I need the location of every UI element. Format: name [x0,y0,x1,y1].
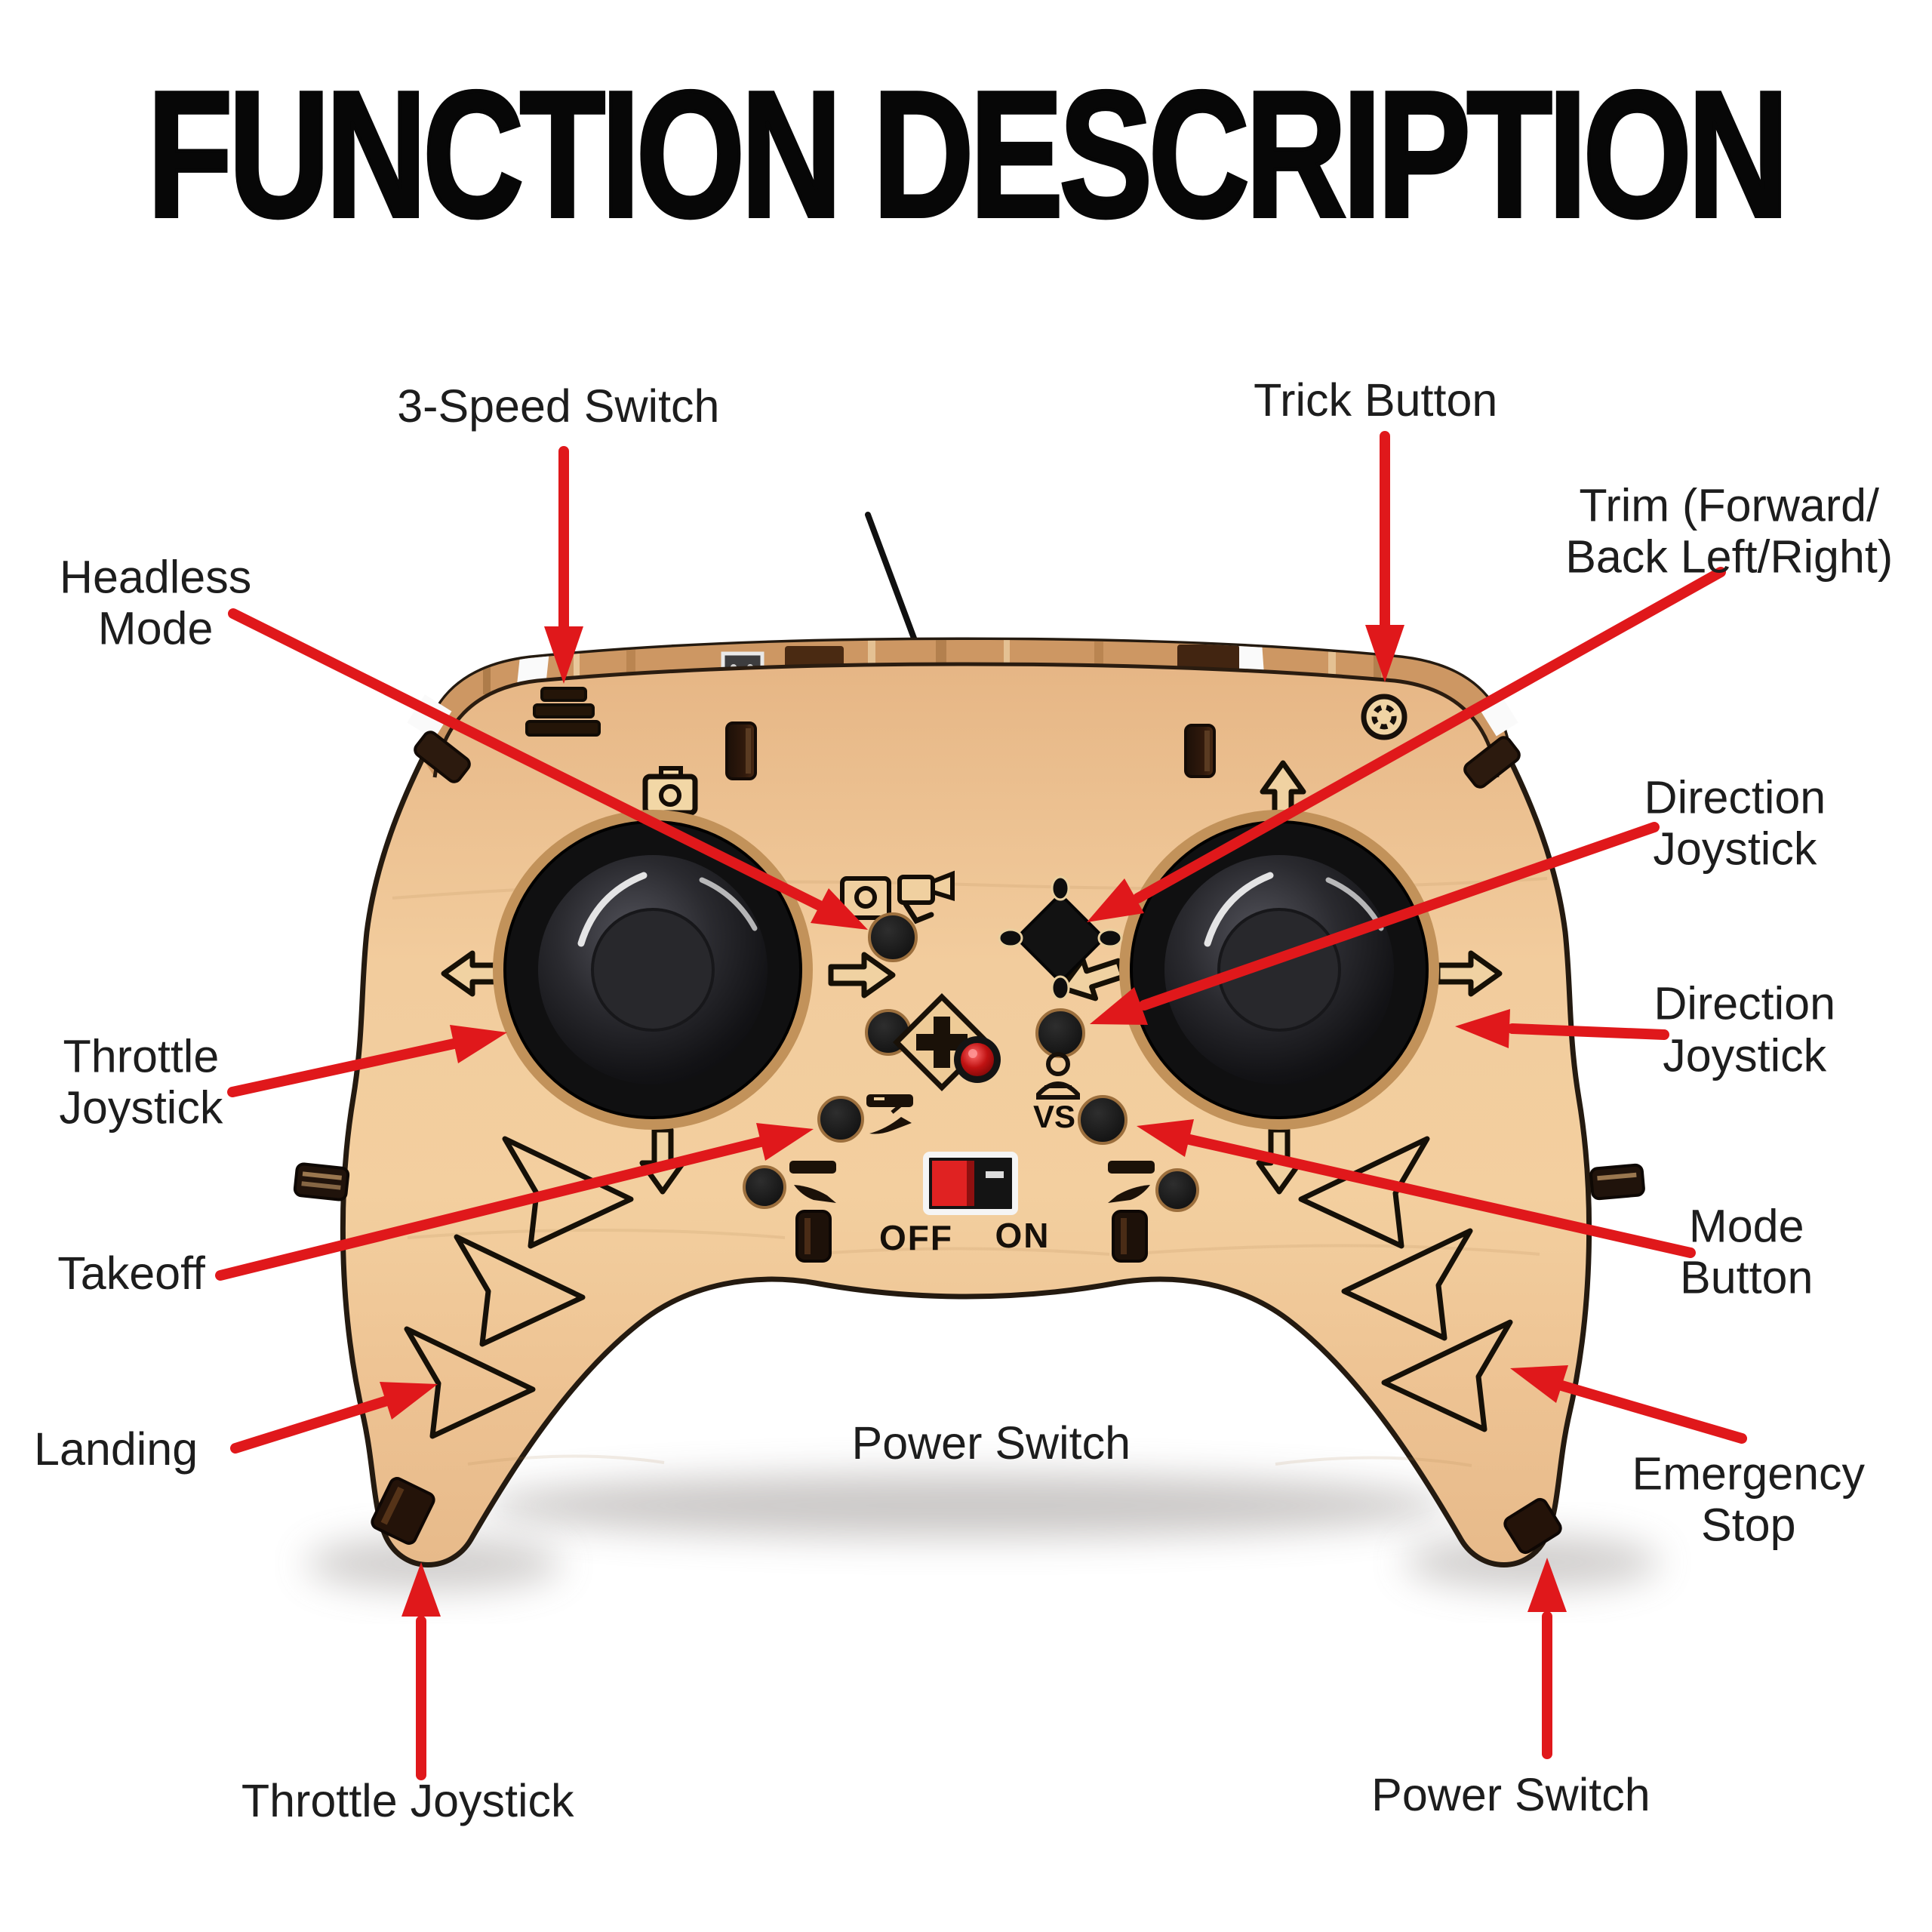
camera-icon [642,766,698,816]
arrow-throttle-left [227,1025,507,1097]
label-line: Throttle [63,1030,220,1082]
corner-slot-left [414,731,471,783]
edge-slot-left [293,1162,350,1201]
led-indicator [954,1036,1001,1083]
label-landing: Landing [34,1423,198,1475]
slot-bottom-left [795,1210,832,1263]
label-power-switch-center: Power Switch [852,1417,1131,1469]
arrow-power-bottom [1527,1558,1567,1759]
direction-joystick [1119,810,1439,1130]
landing-button [743,1165,786,1209]
drop-shadow [306,1474,1660,1591]
person-icon [1036,1052,1080,1100]
label-emergency-stop: Emergency Stop [1632,1447,1866,1551]
speaker-slot-left [725,721,757,780]
label-line: Mode [97,602,214,654]
label-line: Throttle Joystick [241,1774,574,1826]
label-throttle-joystick: Throttle Joystick [59,1030,223,1134]
label-line: Button [1680,1251,1814,1303]
label-line: Mode [1688,1200,1804,1252]
vs-label: VS [1033,1099,1075,1134]
mode-button [1078,1095,1128,1145]
arrow-landing [230,1382,438,1454]
label-line: Takeoff [57,1247,205,1299]
arrow-throttle-bottom [401,1562,441,1780]
takeoff-button [817,1096,864,1143]
label-three-speed-switch: 3-Speed Switch [397,380,719,431]
arrow-mode [1137,1119,1696,1258]
photo-video-icon [840,870,955,924]
headless-mode-button [868,912,918,962]
takeoff-icon [866,1094,913,1134]
video-button [1035,1008,1085,1058]
arrow-right-icon [1435,950,1503,997]
label-line: Landing [34,1423,198,1475]
label-trim: Trim (Forward/ Back Left/Right) [1565,480,1893,583]
label-line: Direction [1644,771,1826,823]
label-line: Stop [1701,1499,1796,1551]
3-speed-switch-icon [525,687,601,737]
annotation-arrows [215,431,1747,1780]
wing-chevron [1341,1228,1473,1341]
arrow-trim [1087,567,1726,922]
label-takeoff: Takeoff [57,1247,205,1299]
emergency-stop-button [1155,1168,1199,1212]
arrow-emergency [1510,1365,1747,1444]
on-label: ON [995,1216,1051,1255]
landing-icon [789,1161,836,1203]
wing-chevron [404,1326,536,1439]
arrow-direction-top [1090,822,1660,1025]
label-power-switch-bottom: Power Switch [1371,1769,1651,1820]
label-direction-joystick-top: Direction Joystick [1644,771,1826,875]
label-line: Joystick [1653,823,1817,875]
arrow-trick [1365,431,1404,682]
landing-icon [1108,1161,1155,1203]
arrow-takeoff [215,1123,814,1281]
trim-pad-icon [998,875,1123,1001]
trick-knob-icon [1361,694,1407,740]
label-mode-button: Mode Button [1680,1201,1813,1304]
edge-slot-right [1589,1163,1645,1201]
power-switch [923,1152,1018,1215]
label-line: Power Switch [851,1417,1131,1469]
grip-slot-left [371,1477,435,1545]
label-line: Trick Button [1254,374,1498,426]
label-line: Joystick [1663,1029,1827,1081]
label-headless-mode: Headless Mode [60,551,251,654]
wing-chevron [454,1234,586,1347]
arrow-headless [228,608,868,930]
label-line: Headless [59,551,252,603]
controller-body: VS [293,637,1645,1567]
arrow-left-icon [1059,957,1126,1001]
corner-slot-right [1463,736,1521,789]
label-direction-joystick-bottom: Direction Joystick [1654,978,1835,1081]
speaker-slot-right [1184,724,1216,778]
label-line: Joystick [59,1081,223,1134]
label-line: 3-Speed Switch [397,380,720,432]
wing-chevron [1381,1319,1513,1432]
throttle-joystick [493,810,813,1130]
arrow-right-icon [828,952,896,998]
grip-slot-right [1503,1497,1562,1555]
label-line: Back Left/Right) [1565,531,1894,583]
page-title: FUNCTION DESCRIPTION [146,53,1790,257]
label-line: Trim (Forward/ [1579,479,1879,531]
arrow-three-speed [544,446,583,684]
label-line: Power Switch [1371,1769,1651,1821]
off-label: OFF [879,1218,953,1257]
label-line: Emergency [1632,1447,1866,1500]
arrow-direction-bottom [1455,1009,1669,1048]
label-line: Direction [1654,978,1836,1030]
label-throttle-joystick-bottom: Throttle Joystick [242,1775,574,1826]
slot-bottom-right [1112,1210,1148,1263]
label-trick-button: Trick Button [1254,374,1497,426]
